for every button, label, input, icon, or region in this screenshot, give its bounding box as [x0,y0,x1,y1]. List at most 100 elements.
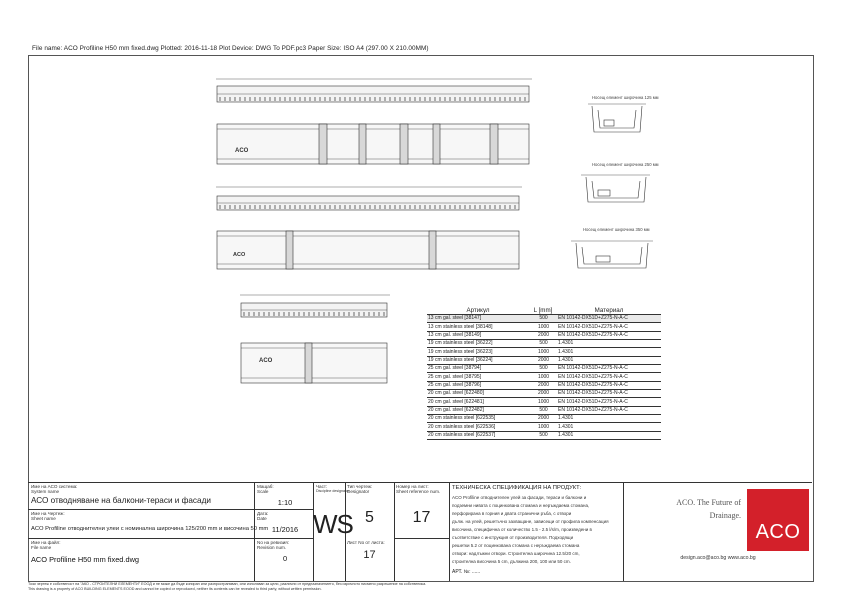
sheet-type-label: Тип чертеж: [347,484,373,489]
date-value: 11/2016 [271,525,299,534]
article-cell: 20 cm gal. steel [622480] [427,389,529,399]
aco-logo: ACO [747,489,809,551]
contact-info: design.aco@aco.bg www.aco.bg [680,555,756,561]
file-name-label: Име на файл: [31,540,61,545]
spec-line: решетки 5.2 от поцинкована стомана с нер… [452,543,580,548]
aco-logo-text: ACO [755,521,801,543]
header-article: Артикул [427,306,529,315]
brand-tagline: ACO. The Future of Drainage. [626,496,741,522]
material-cell: 1.4301 [557,422,661,432]
sheet-name-label: Име на Чертеж: [31,511,65,516]
parts-table: Артикул L [mm] Материал 13 cm gal. steel… [427,306,661,441]
system-name-value: АСО отводняване на балкони-тераси и фаса… [31,496,211,505]
section-label-250: Носещ елемент широчина 250 мм [592,162,659,167]
article-cell: 13 cm stainless steel [38148] [427,322,529,332]
spec-line: височина, специфична от количество 1.5 -… [452,527,592,532]
length-cell: 500 [529,431,557,441]
scale-value: 1:10 [277,498,293,507]
scale-label: Мащаб: [257,484,274,489]
header-material: Материал [557,306,661,315]
brand-tagline-line-1: ACO. The Future of [676,498,741,507]
length-cell: 1000 [529,322,557,332]
length-cell: 2000 [529,356,557,366]
channel-1-logo: ACO [235,148,249,154]
cross-section-2 [581,174,650,203]
cross-section-3 [571,240,653,269]
length-cell: 1000 [529,422,557,432]
discipline-label: Част: [316,484,328,489]
material-cell: 1.4301 [557,431,661,441]
material-cell: EN 10142-DX51D+Z275-N-A-C [557,406,661,416]
system-name-label-en: System name [31,489,60,494]
length-cell: 2000 [529,414,557,424]
cross-section-1 [588,103,646,133]
sheet-number-label: Номер на лист: [396,484,429,489]
article-cell: 13 cm gal. steel [38147] [427,314,529,324]
sheet-type-value: 5 [365,509,374,526]
sheet-type-label-en: Designator [347,489,370,494]
discipline-label-en: Discipline designator [316,489,350,493]
parts-table-header: Артикул L [mm] Материал [427,306,661,315]
material-cell: 1.4301 [557,414,661,424]
spec-line: дълж. на улей, решетъчно захващане, зави… [452,519,609,524]
file-name-label-en: File name [31,545,52,550]
material-cell: EN 10142-DX51D+Z275-N-A-C [557,331,661,341]
spec-text: ACO Profiline отводнителен улей за фасад… [452,494,622,566]
length-cell: 1000 [529,347,557,357]
length-cell: 500 [529,314,557,324]
article-cell: 13 cm gal. steel [38149] [427,331,529,341]
channel-2-logo: ACO [233,252,246,258]
spec-line: съответствие с инструкция от производите… [452,535,574,540]
length-cell: 2000 [529,381,557,391]
brand-tagline-line-2: Drainage. [709,511,741,520]
section-label-350: Носещ елемент широчина 350 мм [583,227,650,232]
channel-3-top-view [240,342,388,384]
copyright-bg: Този чертеж е собственост на "АКО - СТРО… [28,582,427,586]
date-label: Дата: [257,511,269,516]
material-cell: EN 10142-DX51D+Z275-N-A-C [557,381,661,391]
sheet-number-label-en: Sheet reference num. [396,489,441,494]
date-label-en: Date [257,516,267,521]
channel-2-top-view [216,230,520,270]
article-cell: 20 cm gal. steel [622482] [427,406,529,416]
sheet-name-value: ACO Profiline отводнителни улеи с номина… [31,526,269,532]
material-cell: 1.4301 [557,339,661,349]
header-length: L [mm] [529,306,557,315]
material-cell: EN 10142-DX51D+Z275-N-A-C [557,397,661,407]
article-cell: 25 cm gal. steel [38794] [427,364,529,374]
material-cell: EN 10142-DX51D+Z275-N-A-C [557,322,661,332]
article-cell: 25 cm gal. steel [38795] [427,372,529,382]
article-cell: 19 cm stainless steel [36222] [427,339,529,349]
discipline-value: WS [313,509,354,539]
revision-label: No на ревизия: [257,540,290,545]
length-cell: 1000 [529,397,557,407]
sheet-count-value: 17 [363,549,376,561]
revision-value: 0 [282,554,288,563]
length-cell: 500 [529,406,557,416]
system-name-label: Име на АСО система: [31,484,78,489]
material-cell: 1.4301 [557,347,661,357]
article-number: АРТ. №: ...... [452,569,481,575]
article-cell: 25 cm gal. steel [38796] [427,381,529,391]
length-cell: 2000 [529,389,557,399]
length-cell: 500 [529,339,557,349]
spec-title: ТЕХНИЧЕСКА СПЕЦИФИКАЦИЯ НА ПРОДУКТ: [452,485,582,491]
spec-line: перфорирана в горния и двата странични р… [452,511,572,516]
channel-3-logo: ACO [259,358,273,364]
channel-3-side-view [240,294,390,318]
section-label-125: Носещ елемент широчина 125 мм [592,95,659,100]
